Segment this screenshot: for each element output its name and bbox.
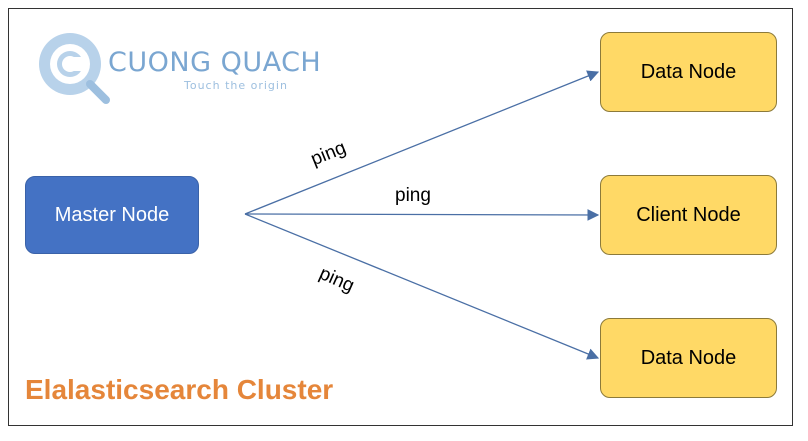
client-node-label: Client Node bbox=[636, 203, 741, 226]
logo-title: CUONG QUACH bbox=[108, 47, 322, 78]
data-node-bottom: Data Node bbox=[600, 318, 777, 398]
edge-label-ping-middle: ping bbox=[395, 185, 431, 206]
logo-tagline: Touch the origin bbox=[184, 79, 288, 92]
data-node-top-label: Data Node bbox=[640, 60, 737, 83]
client-node: Client Node bbox=[600, 175, 777, 255]
arrow-to-data-node-top bbox=[244, 70, 600, 215]
logo: CUONG QUACH Touch the origin bbox=[36, 30, 321, 106]
data-node-top: Data Node bbox=[600, 32, 777, 112]
arrow-to-client-node bbox=[244, 209, 600, 221]
arrow-to-data-node-bottom bbox=[244, 213, 600, 360]
cluster-title: Elalasticsearch Cluster bbox=[25, 374, 334, 405]
magnifier-c-logo-icon bbox=[39, 33, 110, 104]
data-node-bottom-label: Data Node bbox=[640, 346, 737, 369]
master-node: Master Node bbox=[25, 176, 199, 254]
master-node-label: Master Node bbox=[54, 203, 170, 226]
